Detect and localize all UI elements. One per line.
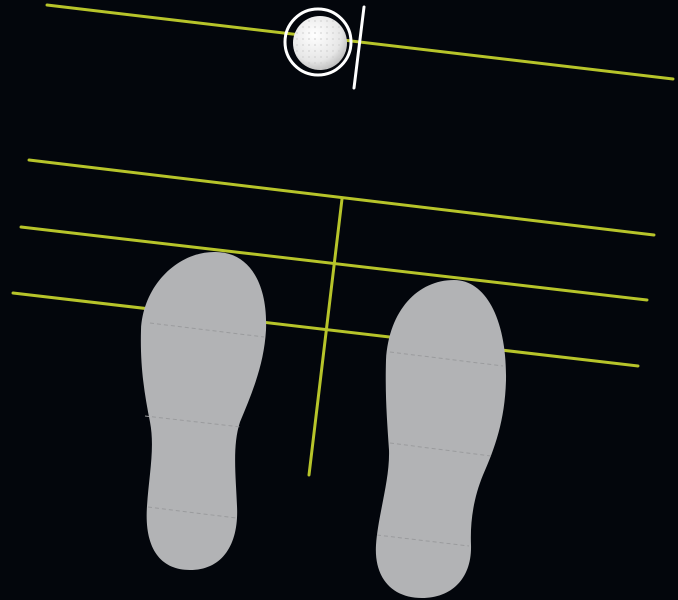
left-footprint-icon — [141, 252, 266, 570]
golf-ball-icon — [285, 7, 364, 88]
shoulder-alignment-line — [29, 160, 654, 235]
right-footprint-icon — [376, 280, 506, 598]
ball-position-line — [309, 199, 342, 475]
ball-tangent-line — [354, 7, 364, 88]
